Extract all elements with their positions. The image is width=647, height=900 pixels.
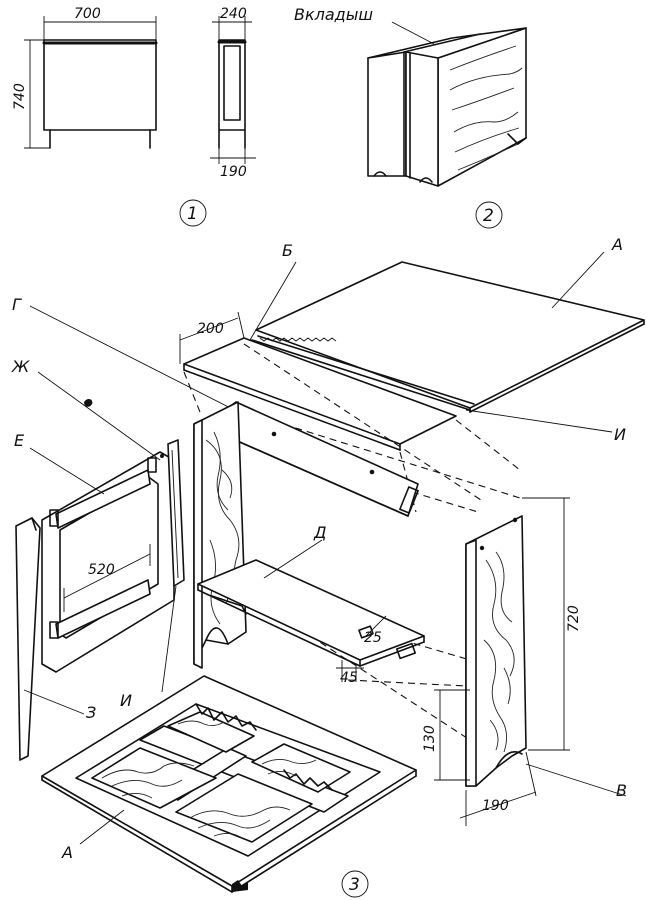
label-v: В: [616, 781, 627, 800]
label-zh: Ж: [11, 357, 30, 376]
dim-shelf-45: 45: [340, 670, 358, 686]
label-b: Б: [282, 241, 293, 260]
label-a-bottom: А: [61, 843, 73, 862]
dim-height-740: 740: [12, 83, 28, 110]
label-z: З: [86, 703, 96, 722]
top-leaf-b: [183, 337, 457, 445]
figure-number-2: 2: [483, 206, 494, 226]
label-a-top: А: [611, 235, 623, 254]
hinge-batten-i: [167, 439, 185, 587]
dim-depth-190-bottom: 190: [482, 798, 509, 814]
figure-1-views: 700 740 240 190 1: [12, 6, 256, 227]
label-i-left: И: [120, 691, 132, 710]
figure-3-exploded: 200 А Б Г И: [11, 235, 645, 898]
dim-foot-130: 130: [422, 725, 438, 752]
dim-depth-190: 190: [220, 164, 247, 180]
figure-number-3: 3: [349, 875, 360, 895]
label-g: Г: [12, 295, 22, 314]
label-e: Е: [14, 431, 25, 450]
label-d: Д: [313, 523, 327, 542]
side-view-body: [218, 39, 246, 131]
front-view-body: [43, 39, 157, 131]
leg-z: [15, 517, 41, 761]
dim-shelf-25: 25: [364, 630, 382, 646]
figure-number-1: 1: [187, 204, 198, 224]
dim-height-720: 720: [566, 605, 582, 632]
dim-width-700: 700: [74, 6, 101, 22]
label-insert: Вкладыш: [294, 5, 373, 24]
figure-2-closed-cabinet: Вкладыш 2: [294, 5, 527, 229]
dim-frame-520: 520: [88, 562, 115, 578]
dim-leaf-200: 200: [197, 321, 224, 337]
hinge-strip: [251, 339, 471, 411]
dim-depth-240: 240: [220, 6, 247, 22]
label-i-right: И: [614, 425, 626, 444]
